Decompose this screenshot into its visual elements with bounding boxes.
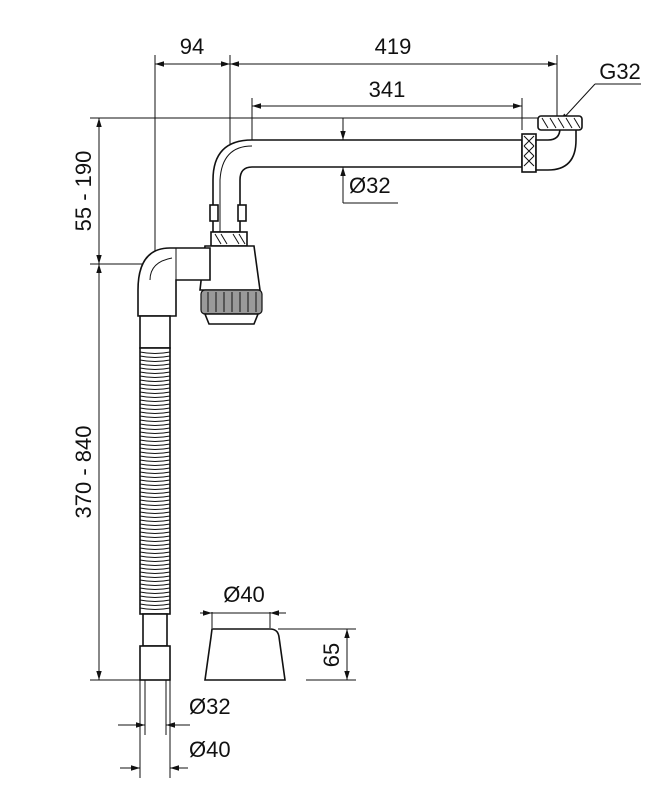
hose-end-connector — [139, 613, 171, 681]
label-94: 94 — [180, 34, 204, 59]
hose-elbow — [137, 247, 211, 349]
label-hose-length: 370 - 840 — [71, 426, 96, 519]
end-cap — [204, 628, 286, 681]
label-419: 419 — [375, 34, 412, 59]
siphon-body — [199, 231, 263, 325]
inlet-elbow — [535, 115, 583, 171]
dimension-lines — [90, 55, 641, 778]
label-upper-height: 55 - 190 — [71, 151, 96, 232]
outlet-pipe — [209, 133, 537, 233]
corrugated-hose — [139, 347, 171, 615]
label-cap-diameter: Ø40 — [223, 582, 265, 607]
label-end-inner-diameter: Ø32 — [189, 694, 231, 719]
label-pipe-diameter: Ø32 — [349, 173, 391, 198]
label-341: 341 — [369, 77, 406, 102]
label-cap-height: 65 — [319, 643, 344, 667]
label-end-outer-diameter: Ø40 — [189, 737, 231, 762]
label-g32: G32 — [599, 59, 641, 84]
